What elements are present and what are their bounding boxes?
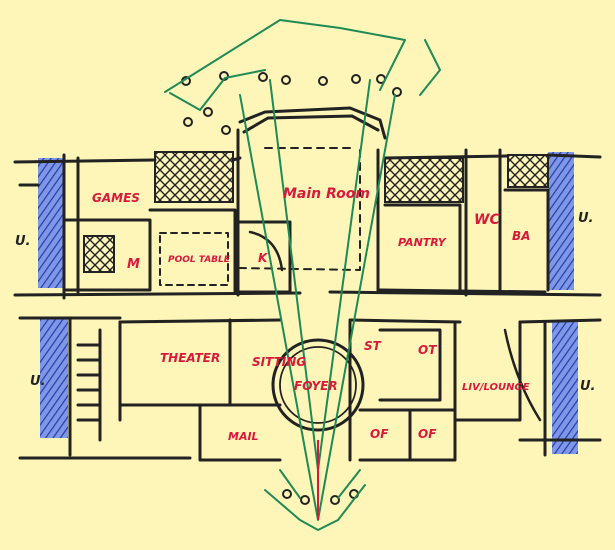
blue-wall-left-top xyxy=(38,158,64,288)
label-u-left-top: U. xyxy=(15,234,31,249)
label-theater: THEATER xyxy=(160,351,220,365)
label-of-1: OF xyxy=(370,427,389,441)
label-m: M xyxy=(127,257,140,272)
label-pantry: PANTRY xyxy=(398,236,447,249)
label-ot: OT xyxy=(418,343,437,357)
label-mail: MAIL xyxy=(228,430,259,443)
label-u-left-bottom: U. xyxy=(30,374,46,389)
label-pool-table: POOL TABLE xyxy=(168,255,231,265)
crosshatch-m-box xyxy=(83,235,115,273)
label-foyer: FOYER xyxy=(294,379,338,393)
crosshatch-ba-top xyxy=(507,154,549,188)
label-main-room: Main Room xyxy=(283,186,370,202)
label-of-2: OF xyxy=(418,427,437,441)
label-u-right-bottom: U. xyxy=(580,379,596,394)
label-wc: WC xyxy=(474,212,500,228)
label-sitting: SITTING xyxy=(252,355,306,369)
label-st: ST xyxy=(364,339,382,353)
blue-wall-left-bottom xyxy=(40,318,68,438)
crosshatch-games-top xyxy=(154,151,234,203)
blue-wall-right-top xyxy=(548,152,574,290)
label-k: K xyxy=(258,251,269,265)
crosshatch-pantry-top xyxy=(384,157,464,203)
blue-wall-right-bottom xyxy=(552,322,578,454)
label-ba: BA xyxy=(512,229,530,243)
label-living-lounge: LIV/LOUNGE xyxy=(462,382,530,393)
label-u-right-top: U. xyxy=(578,211,594,226)
label-games: GAMES xyxy=(92,191,140,205)
